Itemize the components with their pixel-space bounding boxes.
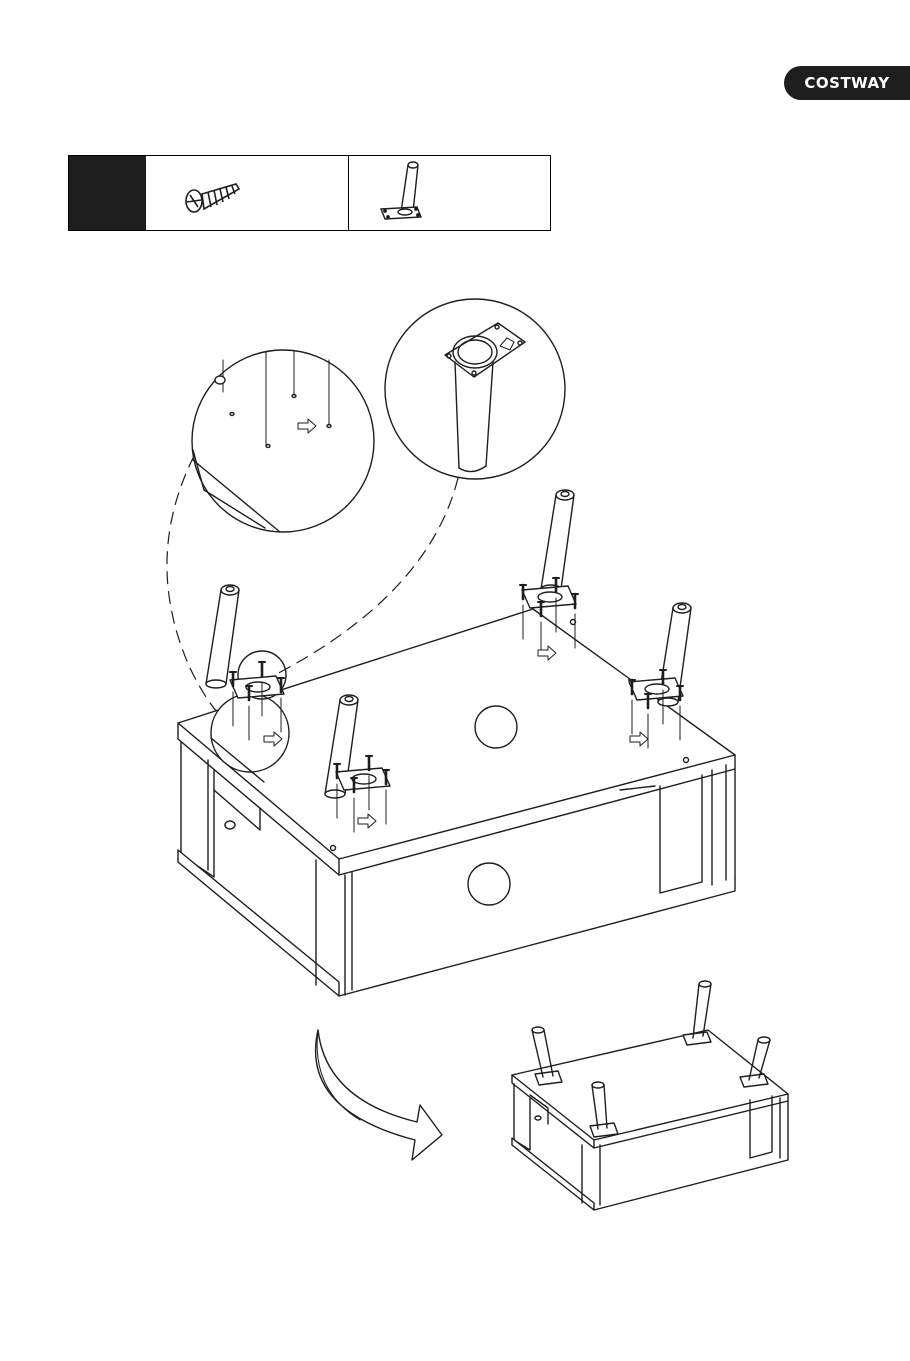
finished-table bbox=[512, 981, 788, 1210]
assembly-exploded-view bbox=[178, 490, 735, 996]
flip-over-arrow bbox=[316, 1030, 442, 1160]
detail-zoom-leg-plate bbox=[385, 299, 565, 479]
detail-zoom-screw-holes bbox=[192, 350, 374, 532]
